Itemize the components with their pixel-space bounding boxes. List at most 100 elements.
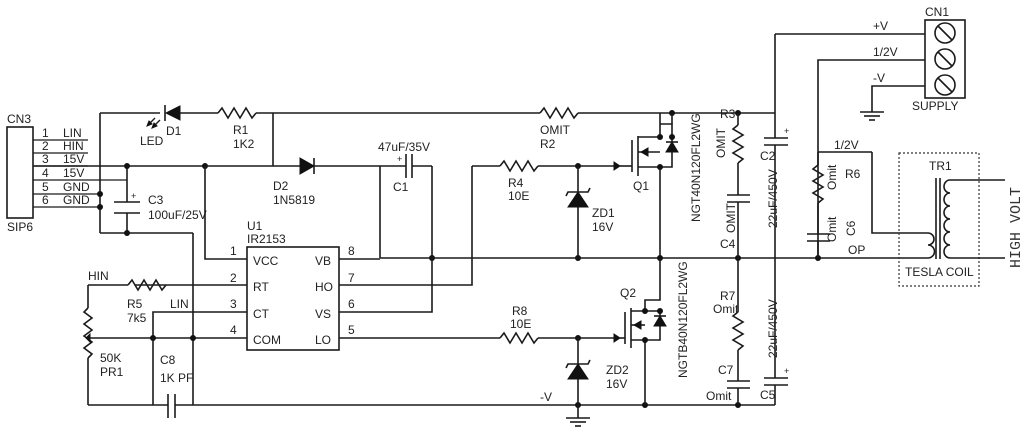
zd1-ref: ZD1 (592, 206, 615, 220)
d2-ref: D2 (273, 179, 289, 193)
transformer-tr1: TR1 TESLA COIL HIGH VOLT (898, 152, 1024, 287)
c1-value: 47uF/35V (378, 140, 430, 154)
c6-ref: C6 (844, 220, 858, 236)
cn3-pin1-label: LIN (63, 126, 82, 140)
r2-value: OMIT (540, 123, 571, 137)
svg-text:+: + (784, 126, 789, 136)
led-d1: D1 LED (140, 105, 218, 148)
u1-pin8-num: 8 (348, 244, 355, 258)
u1-pin8-name: VB (315, 254, 331, 268)
net-half-v-label: 1/2V (834, 138, 859, 152)
cn3-pin4-label: 15V (63, 166, 84, 180)
cn3-pin6-num: 6 (42, 193, 49, 207)
cn3-type: SIP6 (7, 220, 33, 234)
u1-pin6-name: VS (315, 307, 331, 321)
diode-d2: D2 1N5819 (205, 157, 380, 207)
connector-cn3: CN3 SIP6 1 LIN 2 HIN 3 15V 4 15V 5 GND 6… (6, 112, 127, 234)
tr1-outline (898, 152, 980, 287)
timing-network: HIN R5 7k5 LIN 50K PR1 C8 1K PF (82, 269, 193, 418)
r7-ref: R7 (720, 289, 736, 303)
r4-ref: R4 (508, 176, 524, 190)
ground-icon (860, 111, 884, 121)
snubber-r3-c4: R3 OMIT OMIT C4 (714, 107, 750, 258)
capacitor-c3: + C3 100uF/25V (114, 191, 207, 222)
cn3-pin5-num: 5 (42, 180, 49, 194)
tr1-label: TESLA COIL (905, 265, 974, 279)
c5-ref: C5 (760, 388, 776, 402)
cn3-pin5-label: GND (63, 180, 90, 194)
cn3-pin2-label: HIN (63, 139, 84, 153)
wires-input (33, 112, 208, 405)
cn1-pin-plus-v: +V (873, 19, 888, 33)
cn1-label: SUPPLY (912, 99, 958, 113)
screw-terminal-icon (934, 22, 956, 96)
d1-value: LED (140, 134, 164, 148)
u1-pin5-name: LO (315, 333, 331, 347)
capacitor-c5: + C5 22uF/450V (760, 258, 789, 405)
snubber-r7-c7: R7 Omit C7 Omit (706, 258, 750, 405)
u1-pin2-name: RT (253, 280, 269, 294)
q2-part: NGTB40N120FL2WG (676, 261, 690, 378)
u1-pin4-num: 4 (230, 323, 237, 337)
op-rail: OP (380, 243, 928, 261)
ic-body (246, 246, 340, 351)
u1-ref: U1 (247, 219, 263, 233)
zd2-value: 16V (606, 377, 627, 391)
u1-pin4-name: COM (253, 333, 281, 347)
u1-pin1-name: VCC (253, 254, 279, 268)
c5-value: 22uF/450V (766, 299, 780, 358)
d1-ref: D1 (166, 124, 182, 138)
c7-ref: C7 (718, 363, 734, 377)
r1-value: 1K2 (233, 137, 255, 151)
svg-text:+: + (397, 154, 402, 164)
c4-ref: C4 (720, 237, 736, 251)
c8-ref: C8 (160, 353, 176, 367)
low-side-gate: R8 10E ZD2 16V (499, 304, 629, 405)
d2-value: 1N5819 (273, 193, 315, 207)
zd2-ref: ZD2 (606, 363, 629, 377)
tr1-ref: TR1 (929, 159, 952, 173)
rc-r6-c6: 1/2V R6 Omit Omit C6 (807, 138, 928, 258)
c2-ref: C2 (760, 149, 776, 163)
r6-value: Omit (825, 164, 839, 190)
igbt-q1: Q1 NGT40N120FL2WG (620, 113, 703, 258)
u1-pin2-num: 2 (230, 271, 237, 285)
zd1-value: 16V (592, 220, 613, 234)
ground-icon (566, 405, 590, 427)
cn3-pin2-num: 2 (42, 139, 49, 153)
c4-value: OMIT (724, 202, 738, 233)
c8-value: 1K PF (160, 371, 193, 385)
r6-ref: R6 (845, 167, 861, 181)
u1-pin7-num: 7 (348, 271, 355, 285)
connector-cn1: CN1 SUPPLY +V 1/2V -V (775, 5, 966, 258)
q2-ref: Q2 (620, 286, 636, 300)
r3-ref: R3 (720, 107, 736, 121)
r7-value: Omit (713, 302, 739, 316)
r3-value: OMIT (714, 127, 728, 158)
q1-part: NGT40N120FL2WG (689, 113, 703, 222)
r2-ref: R2 (540, 137, 556, 151)
c7-value: Omit (706, 389, 732, 403)
pr1-value: 50K (100, 351, 121, 365)
cn3-pin4-num: 4 (42, 166, 49, 180)
pr1-ref: PR1 (100, 365, 124, 379)
u1-part: IR2153 (247, 232, 286, 246)
r4-value: 10E (508, 189, 529, 203)
u1-pin7-name: HO (315, 280, 333, 294)
cn3-pin3-label: 15V (63, 152, 84, 166)
c6-value: Omit (825, 216, 839, 242)
cn3-pin3-num: 3 (42, 152, 49, 166)
cn3-body (6, 126, 34, 219)
r5-ref: R5 (127, 297, 143, 311)
high-side-gate: R4 10E ZD1 16V (472, 159, 621, 261)
net-hin-label: HIN (88, 269, 109, 283)
r1-ref: R1 (233, 123, 249, 137)
cn3-ref: CN3 (7, 112, 31, 126)
c3-ref: C3 (148, 193, 164, 207)
ic-u1: U1 IR2153 VCC RT CT COM VB HO VS LO 1 2 … (135, 166, 500, 351)
net-lin-label: LIN (170, 297, 189, 311)
cn3-pin1-num: 1 (42, 126, 49, 140)
u1-pin3-num: 3 (230, 297, 237, 311)
igbt-q2: Q2 NGTB40N120FL2WG (620, 258, 690, 405)
